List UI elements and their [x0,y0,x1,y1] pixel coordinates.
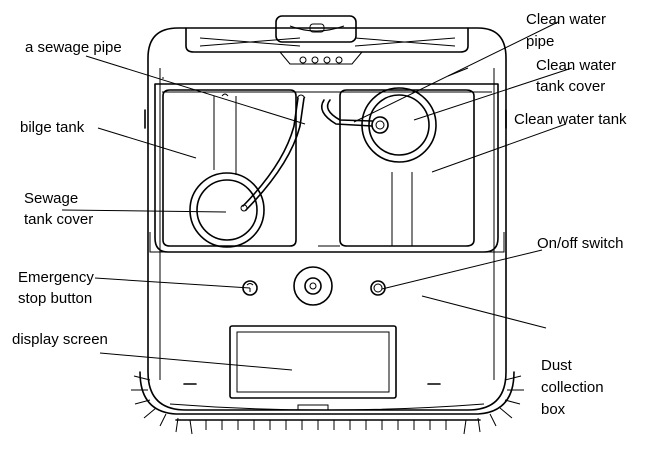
label-clean-water-tank-cover-line1: Clean water [536,57,616,74]
tank-compartment [149,83,505,253]
center-button[interactable] [293,266,333,306]
robot-body [144,15,507,411]
dust-collection-box [169,383,485,411]
label-dust-collection-line1: Dust [541,357,573,374]
label-clean-water-tank-cover-line2: tank cover [536,78,605,95]
label-sewage-tank-cover-line2: tank cover [24,211,93,228]
label-clean-water-pipe-line2: pipe [526,33,554,50]
label-clean-water-tank: Clean water tank [514,111,627,128]
clean-water-pipe [320,99,389,134]
sewage-tank-cover [189,172,265,248]
label-dust-collection-line2: collection [541,379,604,396]
display-screen [229,325,397,399]
control-panel [242,266,386,306]
label-emergency-stop-line2: stop button [18,290,92,307]
clean-water-tank-cover [361,87,437,163]
on-off-switch[interactable] [370,280,386,296]
label-on-off-switch: On/off switch [537,235,623,252]
label-emergency-stop-line1: Emergency [18,269,94,286]
side-brushes [131,371,524,435]
label-bilge-tank: bilge tank [20,119,85,136]
labels: a sewage pipe bilge tank Sewage tank cov… [12,11,627,418]
label-display-screen: display screen [12,331,108,348]
label-clean-water-pipe-line1: Clean water [526,11,606,28]
clean-water-tank [318,89,475,247]
label-dust-collection-line3: box [541,401,566,418]
bilge-tank [162,89,297,247]
leader-lines [61,21,573,371]
label-sewage-pipe: a sewage pipe [25,39,122,56]
label-sewage-tank-cover-line1: Sewage [24,190,78,207]
sewage-pipe [242,94,306,211]
